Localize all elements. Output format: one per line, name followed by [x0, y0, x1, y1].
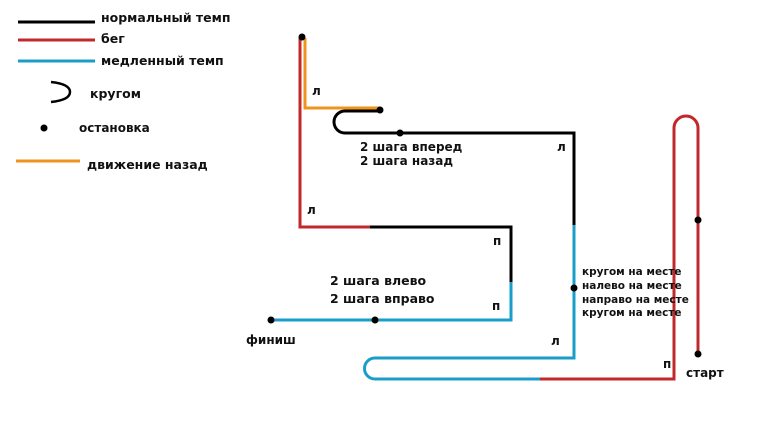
- legend-stop-swatch: [40, 124, 48, 132]
- legend-back-label: движение назад: [87, 157, 208, 172]
- stop-dot-steps-fwd: [396, 129, 404, 137]
- turn-label-l-1: л: [312, 84, 321, 98]
- stop-dot-start: [694, 350, 702, 358]
- legend-turn-swatch: [50, 80, 72, 104]
- spot-action-4: кругом на месте: [582, 307, 682, 319]
- stop-dot-steps-lr: [371, 316, 379, 324]
- route-run-left: [298, 38, 370, 229]
- stop-dot-spot: [570, 284, 578, 292]
- turn-label-l-3: л: [557, 140, 566, 154]
- stop-dot-run: [694, 216, 702, 224]
- steps-right-label: 2 шага вправо: [330, 291, 435, 306]
- legend-turn-label: кругом: [90, 86, 141, 101]
- steps-left-label: 2 шага влево: [330, 273, 427, 288]
- turn-label-p-3: п: [663, 357, 672, 371]
- stop-dot-top: [298, 33, 306, 41]
- route-back: [303, 38, 380, 110]
- route-slow-bottom: [363, 225, 576, 381]
- route-normal-upper: [332, 109, 576, 225]
- steps-back-label: 2 шага назад: [360, 154, 454, 168]
- turn-label-p-1: п: [493, 234, 502, 248]
- spot-action-3: направо на месте: [582, 294, 689, 306]
- route-slow-finish: [271, 282, 513, 322]
- route-run-start: [540, 114, 700, 381]
- steps-fwd-label: 2 шага вперед: [360, 140, 463, 154]
- turn-label-l-4: л: [551, 334, 560, 348]
- finish-label: финиш: [246, 333, 296, 347]
- spot-action-2: налево на месте: [582, 280, 682, 292]
- turn-label-l-2: л: [307, 203, 316, 217]
- start-label: старт: [686, 366, 724, 380]
- spot-action-1: кругом на месте: [582, 266, 682, 278]
- route-normal-middle: [370, 225, 513, 282]
- legend-normal-label: нормальный темп: [101, 10, 231, 25]
- legend-run-label: бег: [101, 31, 125, 46]
- stop-dot-finish: [267, 316, 275, 324]
- legend-slow-label: медленный темп: [101, 53, 224, 68]
- legend-stop-label: остановка: [79, 121, 150, 135]
- stop-dot-back-end: [376, 106, 384, 114]
- turn-label-p-2: п: [492, 299, 501, 313]
